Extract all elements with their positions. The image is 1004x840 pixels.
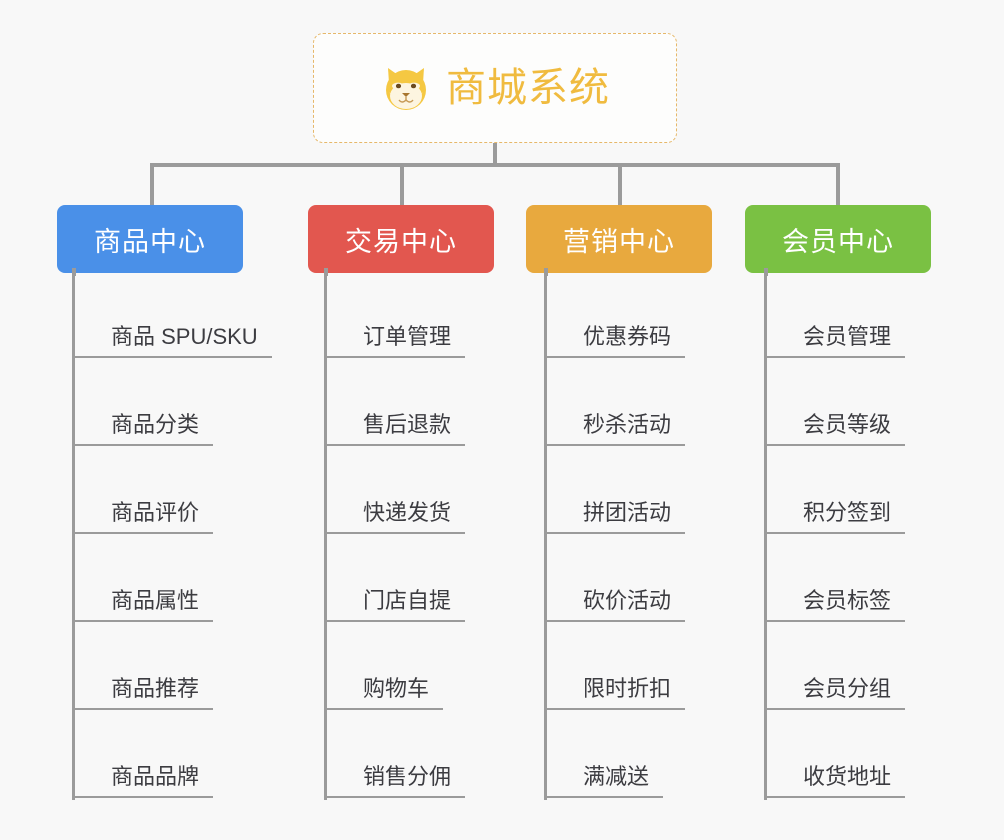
connector-root-stem — [493, 143, 497, 165]
leaf-label: 售后退款 — [327, 412, 466, 446]
list-item[interactable]: 秒杀活动 — [547, 360, 730, 448]
category-label-3: 会员中心 — [782, 226, 894, 257]
leaf-label: 门店自提 — [327, 588, 466, 622]
leaf-label: 商品评价 — [75, 500, 214, 534]
leaf-label: 商品品牌 — [75, 764, 214, 798]
branch-column-2: 优惠券码 秒杀活动 拼团活动 砍价活动 限时折扣 满减送 — [544, 272, 730, 800]
list-item[interactable]: 积分签到 — [767, 448, 950, 536]
connector-drop-4 — [836, 163, 840, 205]
leaf-label: 限时折扣 — [547, 676, 686, 710]
list-item[interactable]: 商品推荐 — [75, 624, 258, 712]
list-item[interactable]: 满减送 — [547, 712, 730, 800]
category-header-1[interactable]: 交易中心 — [308, 205, 494, 273]
connector-drop-1 — [150, 163, 154, 205]
root-title: 商城系统 — [446, 66, 610, 110]
leaf-label: 商品 SPU/SKU — [75, 324, 272, 358]
list-item[interactable]: 销售分佣 — [327, 712, 510, 800]
leaf-label: 砍价活动 — [547, 588, 686, 622]
list-item[interactable]: 商品品牌 — [75, 712, 258, 800]
connector-bus — [150, 163, 840, 167]
category-label-0: 商品中心 — [94, 226, 206, 257]
leaf-label: 收货地址 — [767, 764, 906, 798]
category-header-0[interactable]: 商品中心 — [57, 205, 243, 273]
leaf-label: 优惠券码 — [547, 324, 686, 358]
leaf-label: 订单管理 — [327, 324, 466, 358]
leaf-label: 会员分组 — [767, 676, 906, 710]
category-label-2: 营销中心 — [563, 226, 675, 257]
list-item[interactable]: 商品评价 — [75, 448, 258, 536]
leaf-label: 会员标签 — [767, 588, 906, 622]
list-item[interactable]: 砍价活动 — [547, 536, 730, 624]
list-item[interactable]: 会员管理 — [767, 272, 950, 360]
list-item[interactable]: 购物车 — [327, 624, 510, 712]
list-item[interactable]: 收货地址 — [767, 712, 950, 800]
leaf-label: 商品属性 — [75, 588, 214, 622]
branch-column-3: 会员管理 会员等级 积分签到 会员标签 会员分组 收货地址 — [764, 272, 950, 800]
list-item[interactable]: 限时折扣 — [547, 624, 730, 712]
leaf-label: 商品分类 — [75, 412, 214, 446]
leaf-label: 秒杀活动 — [547, 412, 686, 446]
leaf-label: 积分签到 — [767, 500, 906, 534]
shiba-dog-emoji — [380, 62, 432, 114]
leaf-label: 购物车 — [327, 676, 444, 710]
branch-column-0: 商品 SPU/SKU 商品分类 商品评价 商品属性 商品推荐 商品品牌 — [72, 272, 272, 800]
leaf-label: 商品推荐 — [75, 676, 214, 710]
category-header-3[interactable]: 会员中心 — [745, 205, 931, 273]
list-item[interactable]: 会员标签 — [767, 536, 950, 624]
list-item[interactable]: 快递发货 — [327, 448, 510, 536]
leaf-label: 会员等级 — [767, 412, 906, 446]
leaf-label: 快递发货 — [327, 500, 466, 534]
root-node[interactable]: 商城系统 — [313, 33, 677, 143]
leaf-label: 会员管理 — [767, 324, 906, 358]
branch-column-1: 订单管理 售后退款 快递发货 门店自提 购物车 销售分佣 — [324, 272, 510, 800]
list-item[interactable]: 拼团活动 — [547, 448, 730, 536]
list-item[interactable]: 售后退款 — [327, 360, 510, 448]
list-item[interactable]: 商品属性 — [75, 536, 258, 624]
connector-drop-2 — [400, 163, 404, 205]
leaf-label: 销售分佣 — [327, 764, 466, 798]
list-item[interactable]: 订单管理 — [327, 272, 510, 360]
leaf-label: 满减送 — [547, 764, 664, 798]
category-label-1: 交易中心 — [345, 226, 457, 257]
list-item[interactable]: 会员分组 — [767, 624, 950, 712]
list-item[interactable]: 会员等级 — [767, 360, 950, 448]
list-item[interactable]: 门店自提 — [327, 536, 510, 624]
leaf-label: 拼团活动 — [547, 500, 686, 534]
list-item[interactable]: 商品 SPU/SKU — [75, 272, 272, 360]
list-item[interactable]: 优惠券码 — [547, 272, 730, 360]
connector-drop-3 — [618, 163, 622, 205]
list-item[interactable]: 商品分类 — [75, 360, 258, 448]
category-header-2[interactable]: 营销中心 — [526, 205, 712, 273]
